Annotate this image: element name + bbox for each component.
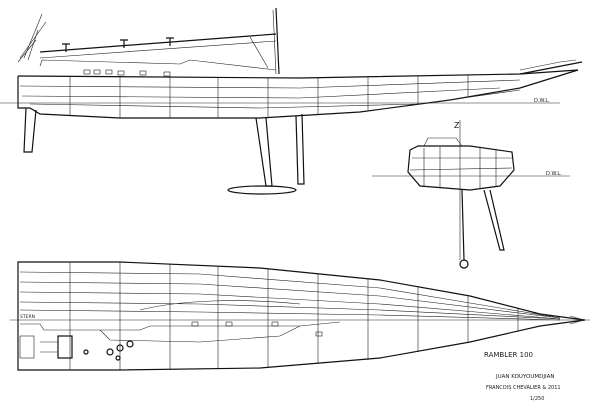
station-lines-profile: [69, 75, 469, 118]
buttock-line-1: [19, 79, 521, 89]
coachroof-plan: [99, 325, 301, 343]
profile-view: D.W.L.: [0, 7, 583, 195]
section-cabin: [423, 137, 463, 147]
mast: [275, 7, 280, 75]
deck-hardware: [83, 69, 171, 77]
plan-view: STERN: [10, 261, 590, 371]
plan-stern-label: STERN: [20, 314, 35, 320]
buttock-line-2: [21, 87, 501, 99]
stern-rigging: [17, 13, 47, 63]
winches: [83, 340, 134, 361]
hull-topsides: [17, 69, 579, 119]
section-keel-strut: [461, 189, 465, 261]
coachroof: [39, 59, 277, 71]
bowsprit: [519, 61, 583, 75]
section-frames: [409, 147, 513, 189]
section-waterline-label: D.W.L.: [546, 171, 562, 177]
mast-shadow: [272, 9, 277, 75]
project-name: RAMBLER 100: [484, 351, 533, 359]
plan-waterlines: [19, 271, 561, 321]
buttock-line-3: [29, 89, 521, 109]
boom: [39, 33, 277, 53]
section-canard: [483, 189, 505, 251]
bow-pulpit: [519, 59, 577, 71]
profile-waterline-label: D.W.L.: [534, 98, 550, 104]
firm-name: FRANCOIS CHEVALIER & 2011: [486, 385, 561, 391]
section-keel-bulb: [459, 259, 469, 269]
cockpit-outline: [20, 321, 341, 331]
boom-vang: [249, 36, 269, 69]
section-hull: [407, 145, 515, 191]
deck-curve: [139, 300, 301, 311]
boom-underside: [39, 40, 277, 59]
section-view: Z D.W.L.: [372, 120, 570, 269]
deck-hatches: [191, 321, 323, 337]
rudder: [23, 107, 37, 153]
designer-name: JUAN KOUYOUMDJIAN: [495, 374, 554, 380]
plan-hull-outline: [17, 261, 586, 371]
title-block: RAMBLER 100 JUAN KOUYOUMDJIAN FRANCOIS C…: [484, 351, 561, 402]
canard-foil: [295, 113, 305, 185]
boom-fittings: [62, 37, 174, 52]
plan-station-lines: [69, 262, 519, 370]
sheet-scale: 1/250: [530, 396, 544, 402]
steering-station: [19, 335, 73, 359]
hull-sheer: [17, 69, 579, 79]
keel-fin: [255, 117, 273, 187]
bow-fitting: [569, 315, 586, 325]
section-marker: Z: [454, 121, 460, 130]
keel-bulb: [227, 185, 297, 195]
